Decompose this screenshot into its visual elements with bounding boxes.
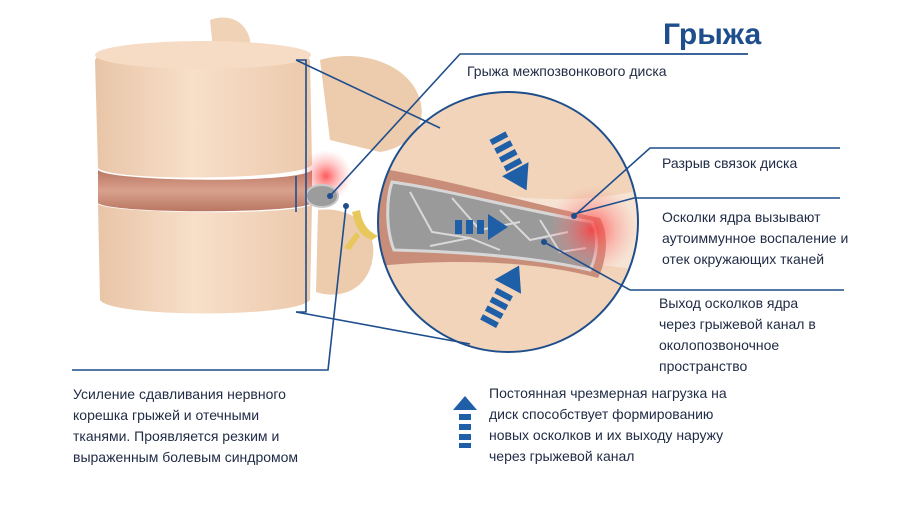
callout-dots: [327, 193, 577, 245]
label-fragment-exit: Выход осколков ядра через грыжевой канал…: [659, 295, 816, 374]
label-nucleus-fragments: Осколки ядра вызывают аутоиммунное воспа…: [662, 209, 849, 267]
nerve-root: [344, 210, 378, 250]
dashed-arrow-icon: [455, 214, 508, 240]
label-excess-load: Постоянная чрезмерная нагрузка на диск с…: [489, 385, 727, 464]
inflammation-glow-large: [548, 186, 636, 274]
label-herniation: Грыжа межпозвонкового диска: [467, 63, 667, 79]
lower-vertebra: [98, 204, 374, 314]
herniation-bulge: [305, 184, 339, 208]
label-ligament-rupture: Разрыв связок диска: [662, 155, 798, 171]
dashed-arrow-icon: [489, 131, 529, 191]
label-nerve-compression: Усиление сдавливания нервного корешка гр…: [73, 386, 299, 465]
dashed-up-arrow-icon: [453, 396, 477, 448]
dashed-arrow-icon: [480, 265, 522, 329]
upper-vertebra: [95, 17, 422, 178]
intervertebral-disc: [98, 170, 312, 212]
magnified-view: [377, 91, 639, 353]
page-title: Грыжа: [663, 18, 762, 51]
zoom-connector: [295, 59, 471, 345]
